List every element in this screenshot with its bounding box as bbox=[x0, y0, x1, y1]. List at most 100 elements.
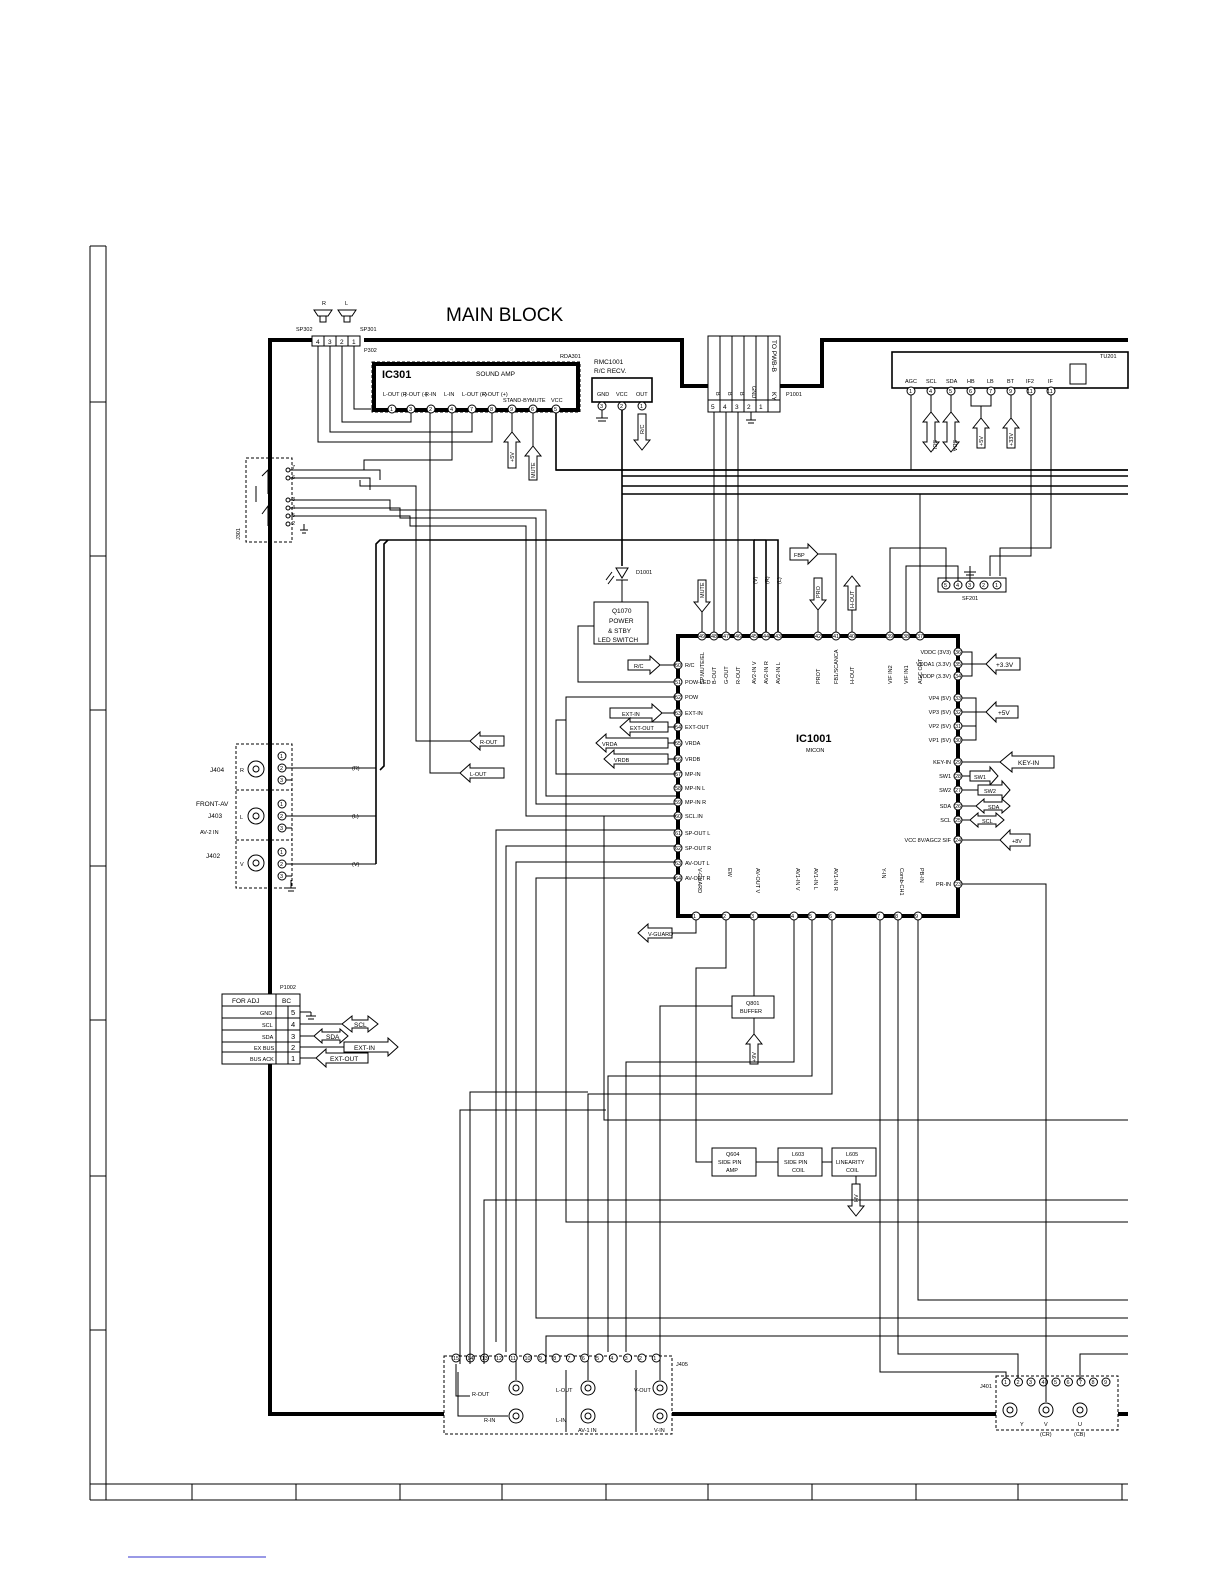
j405-label: V-OUT bbox=[634, 1388, 651, 1394]
ic1001-pin bbox=[733, 631, 743, 641]
j405-pin-number: 5 bbox=[596, 1356, 599, 1362]
plus5v-arrow-icon bbox=[502, 431, 522, 469]
p1001-label: GND bbox=[750, 386, 756, 398]
tu201-pin-num: 1 bbox=[909, 389, 912, 395]
p302-pin-4: 4 bbox=[316, 339, 320, 346]
ground-icon bbox=[596, 410, 608, 422]
rmc1001-pin-label: GND bbox=[597, 392, 609, 398]
ic1001-pin-number: 8 bbox=[895, 914, 898, 920]
rmc1001-func: R/C RECV. bbox=[594, 368, 626, 375]
p1002-arrow: EXT-OUT bbox=[330, 1056, 358, 1063]
p1002-row: 2 bbox=[291, 1043, 295, 1052]
p1002-arrow: SCL bbox=[354, 1022, 367, 1029]
sda-bidir-arrow-icon bbox=[941, 411, 961, 453]
ic301-arrow-label: +5V bbox=[510, 452, 516, 462]
net-5v: +5V bbox=[998, 710, 1010, 717]
extin-right-arrow-icon bbox=[343, 1036, 399, 1058]
ic1001-pin-number: 32 bbox=[955, 710, 961, 716]
rmc1001-pin-num: 2 bbox=[620, 404, 623, 410]
ic301-pin-label: R-OUT (+) bbox=[482, 392, 508, 398]
j405-label: L-OUT bbox=[556, 1388, 573, 1394]
j401-label: U bbox=[1078, 1422, 1082, 1428]
ic1001-pin-number: 30 bbox=[955, 738, 961, 744]
ic1001-pin-number: 24 bbox=[955, 838, 961, 844]
ground-icon bbox=[306, 1012, 316, 1020]
sda-bidir-arrow-icon bbox=[313, 1027, 349, 1045]
ic1001-pin-number: 58 bbox=[675, 786, 681, 792]
j401-pin-number: 1 bbox=[1004, 1380, 1007, 1386]
ic1001-func: MICON bbox=[806, 748, 824, 754]
p1001-label: B bbox=[738, 392, 744, 396]
ic1001-pin-label: VDDP (3.3V) bbox=[919, 674, 951, 680]
ic1001-pin-label: AV2-IN V bbox=[752, 661, 758, 684]
tu201-pin-num: 11 bbox=[1047, 389, 1053, 395]
p1001-ky: KY bbox=[770, 392, 777, 401]
rmc1001-pin-label: VCC bbox=[616, 392, 628, 398]
sf201-pin: 2 bbox=[982, 583, 985, 589]
sw1-right-arrow-icon bbox=[969, 765, 999, 787]
ic1001-pin-number: 59 bbox=[675, 800, 681, 806]
p1001-pin: 2 bbox=[747, 404, 751, 411]
j405-pin-number: 13 bbox=[482, 1356, 488, 1362]
ic1001-pin bbox=[673, 783, 683, 793]
p1002-bc: BC bbox=[282, 998, 291, 1005]
d1001-ref: D1001 bbox=[636, 570, 652, 576]
net-keyin: KEY-IN bbox=[1018, 760, 1039, 767]
ic1001-pin-number: 1 bbox=[693, 914, 696, 920]
q604-line: SIDE PIN bbox=[718, 1160, 742, 1166]
jack-pin: 2 bbox=[280, 814, 283, 820]
ic1001-pin-label: AV-OUT L bbox=[685, 861, 710, 867]
ic301-pin-label: STAND-BY bbox=[503, 398, 531, 404]
ic1001-pin-number: 49 bbox=[699, 634, 705, 640]
ic1001-pin-label: AGC OUT bbox=[918, 658, 924, 684]
net-prot: PRO bbox=[816, 585, 822, 598]
ic1001-pin-number: 2 bbox=[723, 914, 726, 920]
net-v-label: (V) bbox=[753, 577, 759, 585]
ic1001-ref: IC1001 bbox=[796, 733, 831, 745]
side-pin-circuit: Q604 SIDE PIN AMP L603 SIDE PIN COIL L60… bbox=[711, 1147, 877, 1217]
j401-pin-number: 4 bbox=[1042, 1380, 1045, 1386]
ic301-pin-num: 5 bbox=[554, 407, 557, 413]
extin-right-arrow-icon bbox=[609, 702, 663, 724]
plus5v-left-arrow-icon bbox=[985, 700, 1019, 724]
rout-lout-arrows: R-OUT L-OUT bbox=[359, 413, 505, 784]
p1001-ref: P1001 bbox=[786, 392, 802, 398]
j405-pin-number: 10 bbox=[525, 1356, 531, 1362]
p1001-connector: TO PWB-B KY B B B GND 5 4 3 2 1 P1001 bbox=[707, 335, 802, 634]
ic1001-pin-number: 57 bbox=[675, 772, 681, 778]
net-sda: SDA bbox=[988, 805, 1000, 811]
net-l-label: (L) bbox=[352, 814, 359, 820]
net-hout: H-OUT bbox=[850, 590, 856, 608]
jack-pin: 3 bbox=[280, 778, 283, 784]
ic1001-pin-number: 50 bbox=[675, 663, 681, 669]
j405-pin bbox=[480, 1353, 490, 1363]
ic1001-pin-label: VRDA bbox=[685, 741, 701, 747]
drawing-frame bbox=[89, 245, 1128, 1558]
ic1001-pin-label: SCL.IN bbox=[685, 814, 703, 820]
l603-line: COIL bbox=[792, 1168, 805, 1174]
ic1001-pin-label: VIF IN2 bbox=[888, 665, 894, 684]
net-sw1: SW1 bbox=[974, 775, 986, 781]
ic1001-pin-label: POW bbox=[685, 695, 699, 701]
p302-label: P302 bbox=[364, 348, 377, 354]
lout-left-arrow-icon bbox=[459, 762, 505, 784]
ic1001-pin-label: SP-OUT R bbox=[685, 846, 711, 852]
p1001-label: B bbox=[714, 392, 720, 396]
ic1001-pin-label: AV1-IN L bbox=[812, 868, 818, 890]
ic1001-pin-number: 38 bbox=[903, 634, 909, 640]
av2-bus-wires: (V) (R) (L) bbox=[375, 539, 783, 864]
j405-ref: J405 bbox=[676, 1362, 688, 1368]
ic1001-pin-number: 62 bbox=[675, 846, 681, 852]
ic1001-pin-number: 39 bbox=[887, 634, 893, 640]
j405-pin bbox=[508, 1353, 518, 1363]
sp302-label: SP302 bbox=[296, 327, 313, 333]
ic1001-pin-number: 27 bbox=[955, 788, 961, 794]
net-extin: EXT-IN bbox=[622, 712, 640, 718]
ic1001-pin-number: 40 bbox=[849, 634, 855, 640]
l603-line: SIDE PIN bbox=[784, 1160, 808, 1166]
net-l-label: (L) bbox=[777, 577, 783, 584]
ic1001-pin-number: 55 bbox=[675, 741, 681, 747]
